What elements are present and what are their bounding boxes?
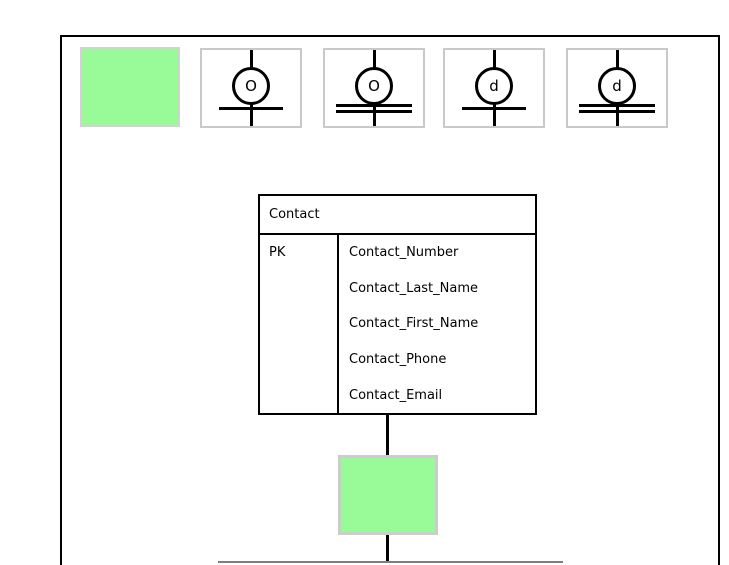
subtype-letter: O [245, 76, 257, 95]
attribute-column: Contact_Number Contact_Last_Name Contact… [339, 235, 535, 413]
subtype-circle-icon: d [475, 67, 513, 105]
subtype-letter: O [368, 76, 380, 95]
palette-item-disjoint-partial-symbol[interactable]: d [443, 48, 545, 128]
subtype-circle-icon: O [232, 67, 270, 105]
completeness-line [219, 107, 283, 110]
subtype-circle-icon: d [598, 67, 636, 105]
palette-item-disjoint-total-symbol[interactable]: d [566, 48, 668, 128]
attribute-row: Contact_First_Name [349, 316, 479, 332]
palette-item-overlap-total-symbol[interactable]: O [323, 48, 425, 128]
attribute-row: Contact_Last_Name [349, 280, 479, 296]
completeness-line [462, 107, 526, 110]
attribute-row: Contact_Number [349, 245, 459, 261]
subtype-letter: d [489, 76, 499, 95]
completeness-line-top [336, 104, 412, 107]
completeness-line-top [579, 104, 655, 107]
drop-zone-green-box[interactable] [338, 455, 438, 535]
connector-line-top [386, 415, 389, 455]
subtype-circle-icon: O [355, 67, 393, 105]
palette-item-green-box[interactable] [80, 47, 180, 127]
completeness-line-bottom [336, 110, 412, 113]
completeness-line-bottom [579, 110, 655, 113]
entity-title: Contact [260, 196, 535, 235]
canvas-frame [60, 35, 720, 565]
cutoff-shape-top-edge [218, 561, 563, 563]
attribute-row: Contact_Email [349, 387, 443, 403]
palette-item-overlap-partial-symbol[interactable]: O [200, 48, 302, 128]
pk-label: PK [269, 245, 286, 260]
entity-table-contact: Contact PK Contact_Number Contact_Last_N… [258, 194, 537, 415]
attribute-row: Contact_Phone [349, 352, 447, 368]
subtype-letter: d [612, 76, 622, 95]
pk-column: PK [260, 235, 339, 413]
connector-line-bottom [386, 535, 389, 562]
